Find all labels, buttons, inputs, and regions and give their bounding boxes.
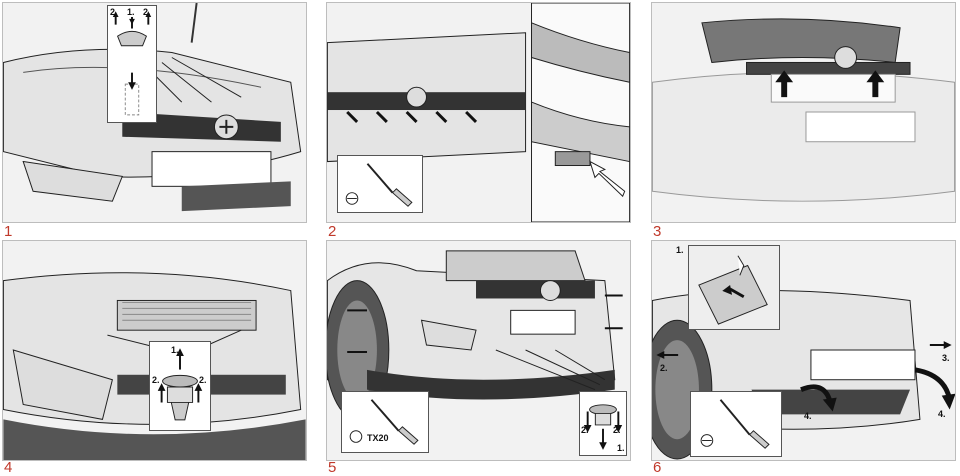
step-number-5: 5 (328, 459, 337, 476)
push-clip-diagram (157, 348, 203, 421)
screwdriver-inset (337, 155, 423, 213)
callout-6b: 2. (660, 363, 668, 373)
rivet-clip-diagram (583, 404, 623, 450)
step-number-4: 4 (4, 459, 13, 476)
callout-1c: 2. (143, 7, 151, 17)
step-6-panel: 1. 2. 3. 4. 4. (651, 240, 956, 461)
callout-1a: 2. (110, 7, 118, 17)
callout-5c: 1. (617, 443, 625, 453)
callout-5a: 2. (581, 425, 589, 435)
callout-6d: 4. (804, 411, 812, 421)
step-number-2: 2 (328, 223, 337, 240)
grille-lift-illustration (652, 3, 955, 222)
tx20-label: TX20 (367, 433, 389, 443)
flat-screwdriver-icon (345, 163, 413, 207)
rivet-clip-inset (579, 391, 627, 456)
step-5-panel: TX20 2. 2. 1. (326, 240, 631, 461)
callout-6e: 4. (938, 409, 946, 419)
step-number-6: 6 (653, 459, 662, 476)
clip-removal-diagram (112, 11, 152, 116)
callout-4c: 2. (199, 375, 207, 385)
step-3-panel (651, 2, 956, 223)
callout-6c: 3. (942, 353, 950, 363)
step-4-panel: 1. 2. 2. (2, 240, 307, 461)
screwdriver-inset-6 (690, 391, 782, 457)
clip-detail-inset (107, 5, 157, 123)
step-2-panel (326, 2, 631, 223)
step-1-panel: 2. 1. 2. (2, 2, 307, 223)
grille-removal-illustration (327, 3, 630, 222)
callout-5b: 2. (613, 425, 621, 435)
torx-screwdriver-icon (349, 399, 419, 445)
flat-screwdriver-icon-6 (700, 399, 770, 449)
callout-1b: 1. (127, 7, 135, 17)
push-clip-inset (149, 341, 211, 431)
inner-fastener-diagram (689, 246, 779, 329)
step-number-1: 1 (4, 223, 13, 240)
step-number-3: 3 (653, 223, 662, 240)
callout-4a: 1. (171, 345, 179, 355)
callout-4b: 2. (152, 375, 160, 385)
torx-screwdriver-inset (341, 391, 429, 453)
inner-clip-inset (688, 245, 780, 330)
callout-6a: 1. (676, 245, 684, 255)
